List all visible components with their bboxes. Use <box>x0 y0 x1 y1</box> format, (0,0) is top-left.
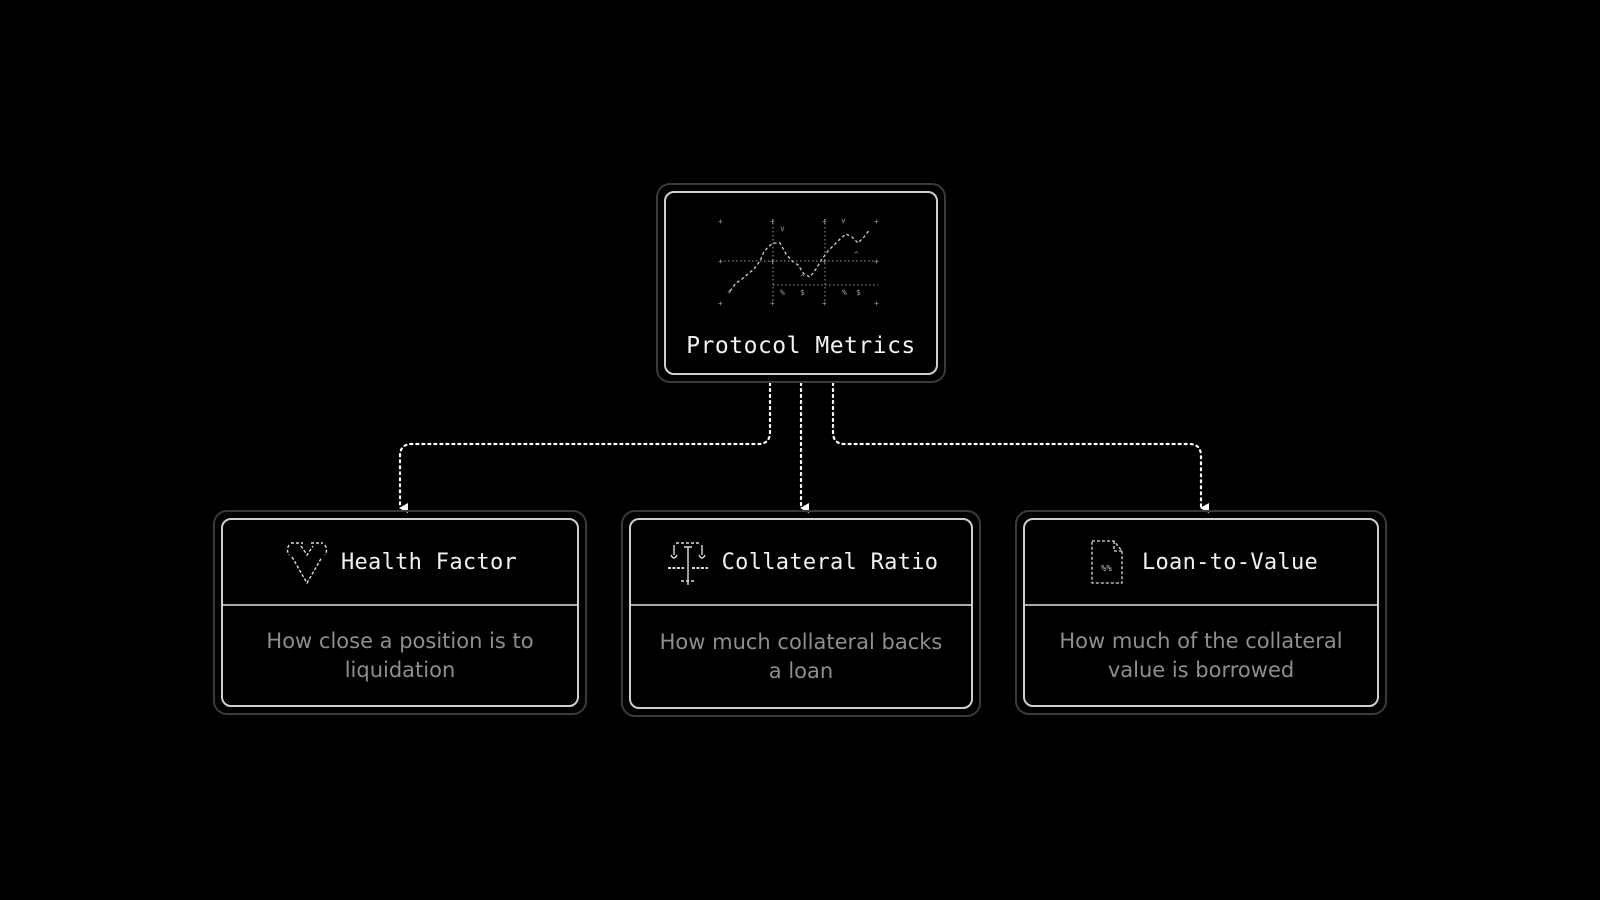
card-health-factor[interactable]: Health Factor How close a position is to… <box>213 510 587 715</box>
card-title: Collateral Ratio <box>721 549 939 575</box>
card-header: %% Loan-to-Value <box>1025 520 1377 606</box>
ascii-line-chart-icon: + + + + + + + + + + + + v v ^ ^ * % $ % $ <box>718 217 879 308</box>
chart-label: % <box>842 288 847 297</box>
card-description: How much collateral backs a loan <box>659 629 943 683</box>
root-node-protocol-metrics[interactable]: + + + + + + + + + + + + v v ^ ^ * % $ % $ Protoco… <box>656 183 946 383</box>
chart-label: % <box>780 288 785 297</box>
svg-text:+: + <box>770 257 775 266</box>
connector-loan-to-value <box>831 381 1209 513</box>
svg-text:+: + <box>770 217 775 226</box>
card-description: How much of the collateral value is borr… <box>1059 628 1343 682</box>
chart-label: ^ <box>800 273 805 282</box>
svg-text:+: + <box>822 257 827 266</box>
svg-text:+: + <box>822 299 827 308</box>
svg-text:%%: %% <box>1101 564 1112 574</box>
chart-label: $ <box>856 288 861 297</box>
chart-label: * <box>727 289 732 298</box>
svg-text:+: + <box>718 217 723 226</box>
chart-label: v <box>841 217 846 225</box>
card-title: Loan-to-Value <box>1141 549 1319 575</box>
card-title: Health Factor <box>340 549 518 575</box>
svg-text:+: + <box>874 299 879 308</box>
svg-text:+: + <box>718 257 723 266</box>
chart-label: v <box>780 224 785 233</box>
ascii-heart-icon <box>286 542 328 585</box>
card-collateral-ratio[interactable]: Collateral Ratio How much collateral bac… <box>621 510 981 717</box>
card-loan-to-value[interactable]: %% Loan-to-Value How much of the collate… <box>1015 510 1387 715</box>
chart-label: $ <box>800 288 805 297</box>
svg-text:+: + <box>822 217 827 226</box>
ascii-document-percent-icon: %% <box>1091 540 1123 584</box>
svg-text:+: + <box>770 299 775 308</box>
chart-label: ^ <box>854 250 859 259</box>
root-title: Protocol Metrics <box>686 333 916 359</box>
card-header: Collateral Ratio <box>631 520 971 606</box>
connector-health-factor <box>398 381 772 513</box>
svg-text:+: + <box>718 299 723 308</box>
ascii-scale-icon <box>667 542 708 585</box>
svg-text:+: + <box>874 257 879 266</box>
card-header: Health Factor <box>223 520 577 606</box>
card-description: How close a position is to liquidation <box>266 628 534 682</box>
svg-text:+: + <box>874 217 879 226</box>
